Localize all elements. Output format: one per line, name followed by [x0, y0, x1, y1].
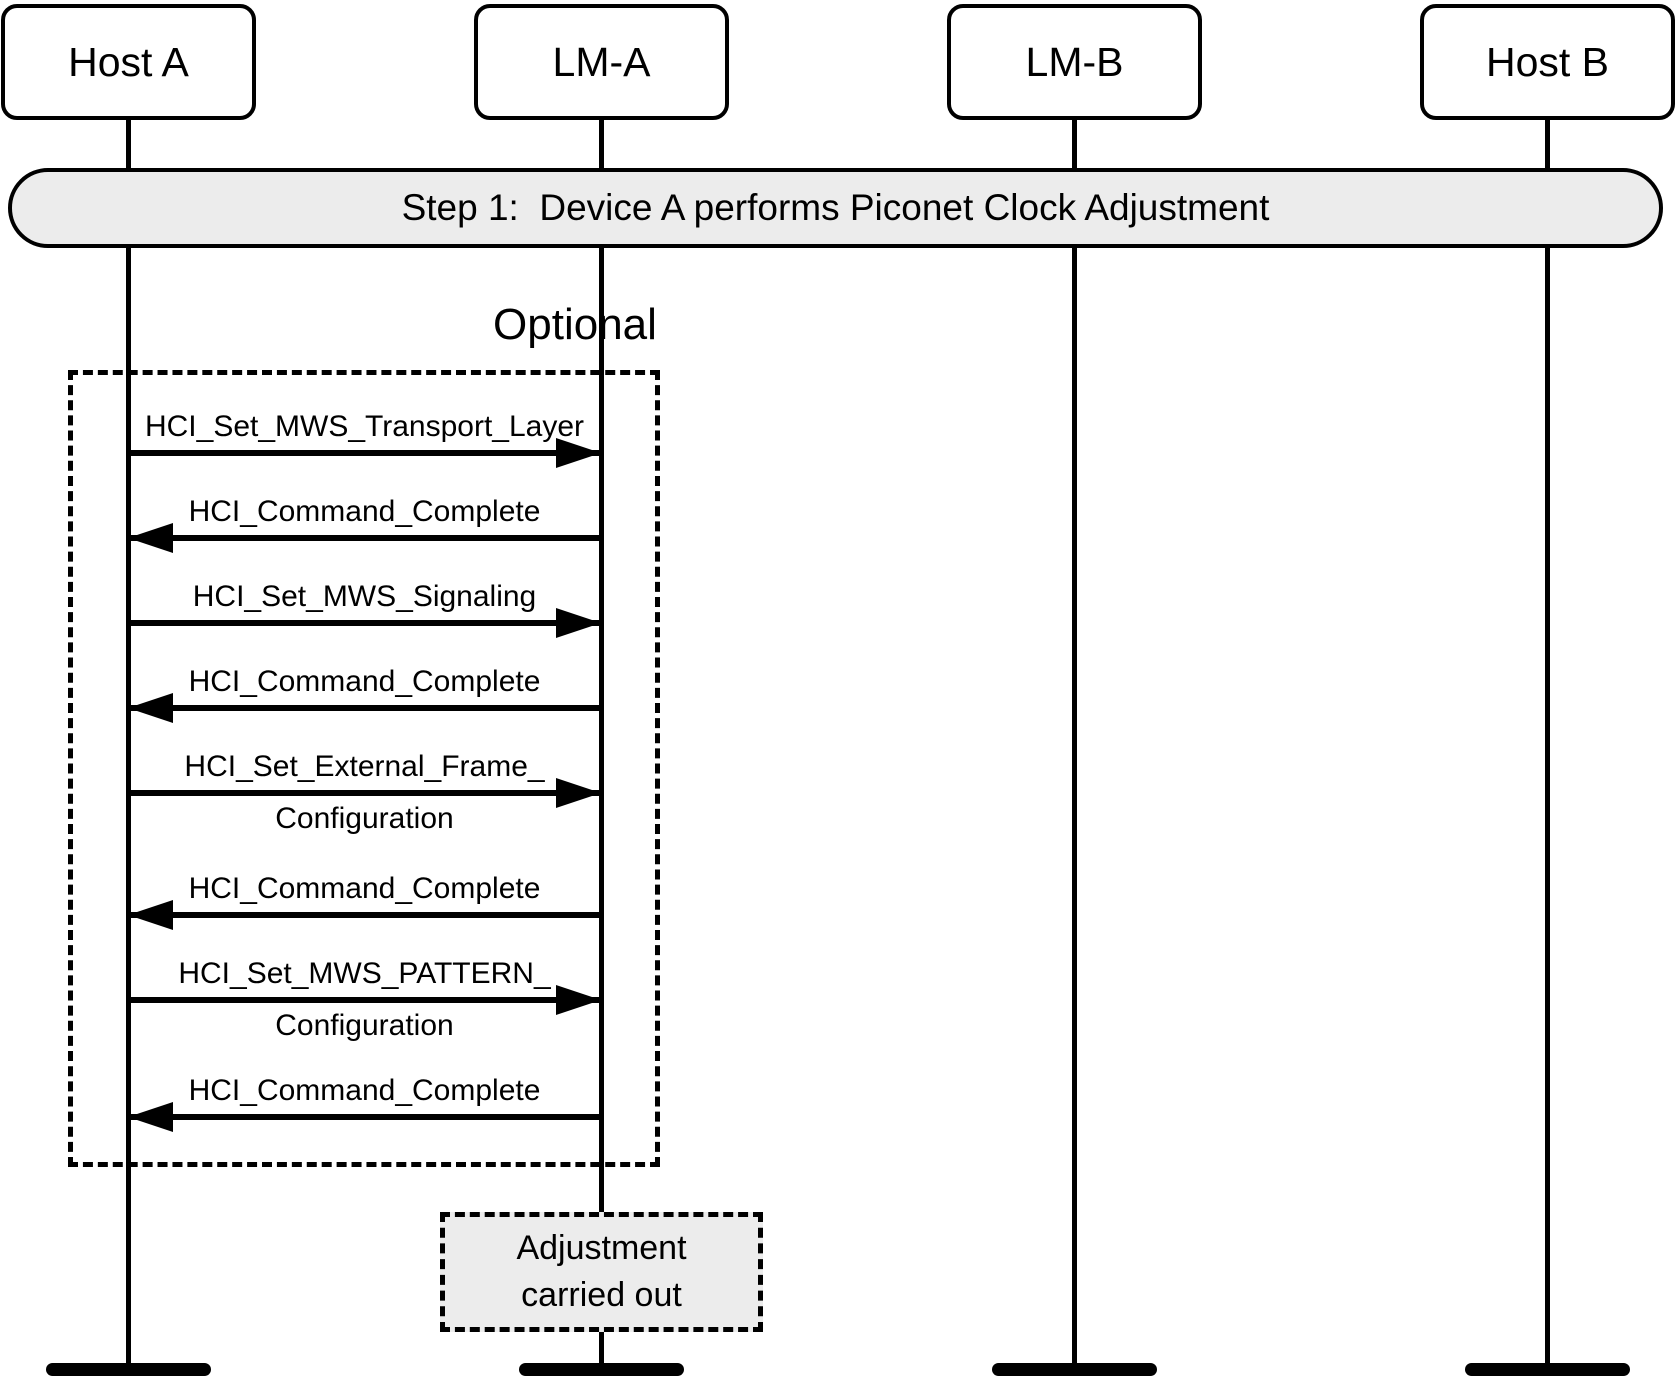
message-arrowhead-left	[128, 693, 173, 723]
lifeline-host-b	[1545, 120, 1550, 1368]
message-label: HCI_Command_Complete	[188, 495, 541, 528]
optional-label: Optional	[493, 300, 657, 349]
actor-box-host-a: Host A	[1, 4, 256, 120]
actor-label-host-a: Host A	[68, 38, 189, 85]
message-arrow	[128, 912, 601, 918]
lifeline-end-bar-host-b	[1465, 1363, 1630, 1376]
lifeline-host-a	[126, 120, 131, 1368]
message-label: HCI_Command_Complete	[188, 872, 541, 905]
message-arrowhead-right	[556, 985, 601, 1015]
adjustment-note-line: carried out	[521, 1276, 682, 1314]
message-arrowhead-right	[556, 438, 601, 468]
actor-box-host-b: Host B	[1420, 4, 1675, 120]
actor-box-lm-b: LM-B	[947, 4, 1202, 120]
adjustment-note: Adjustment carried out	[440, 1212, 763, 1332]
message-arrowhead-left	[128, 900, 173, 930]
message-label: HCI_Set_MWS_PATTERN_	[178, 957, 551, 990]
message-arrow	[128, 450, 601, 456]
actor-label-lm-a: LM-A	[552, 38, 651, 85]
step-banner: Step 1: Device A performs Piconet Clock …	[8, 168, 1663, 248]
lifeline-lm-a	[599, 120, 604, 1368]
lifeline-end-bar-lm-a	[519, 1363, 684, 1376]
message-arrow	[128, 620, 601, 626]
message-label: HCI_Set_External_Frame_	[184, 750, 545, 783]
message-label: HCI_Set_MWS_Transport_Layer	[144, 410, 585, 443]
actor-label-lm-b: LM-B	[1025, 38, 1124, 85]
lifeline-lm-b	[1072, 120, 1077, 1368]
message-arrowhead-left	[128, 523, 173, 553]
optional-group-box	[68, 370, 660, 1167]
message-label: HCI_Command_Complete	[188, 1074, 541, 1107]
actor-box-lm-a: LM-A	[474, 4, 729, 120]
step-banner-text: Step 1: Device A performs Piconet Clock …	[401, 187, 1270, 228]
adjustment-note-line: Adjustment	[516, 1229, 687, 1267]
lifeline-end-bar-host-a	[46, 1363, 211, 1376]
message-arrowhead-right	[556, 608, 601, 638]
message-arrow	[128, 535, 601, 541]
message-arrowhead-left	[128, 1102, 173, 1132]
actor-label-host-b: Host B	[1485, 38, 1610, 85]
message-arrow	[128, 997, 601, 1003]
message-label: HCI_Set_MWS_Signaling	[192, 580, 537, 613]
message-arrow	[128, 705, 601, 711]
message-label-line2: Configuration	[275, 802, 454, 835]
message-label: HCI_Command_Complete	[188, 665, 541, 698]
message-arrow	[128, 790, 601, 796]
message-label-line2: Configuration	[275, 1009, 454, 1042]
message-arrowhead-right	[556, 778, 601, 808]
message-arrow	[128, 1114, 601, 1120]
lifeline-end-bar-lm-b	[992, 1363, 1157, 1376]
